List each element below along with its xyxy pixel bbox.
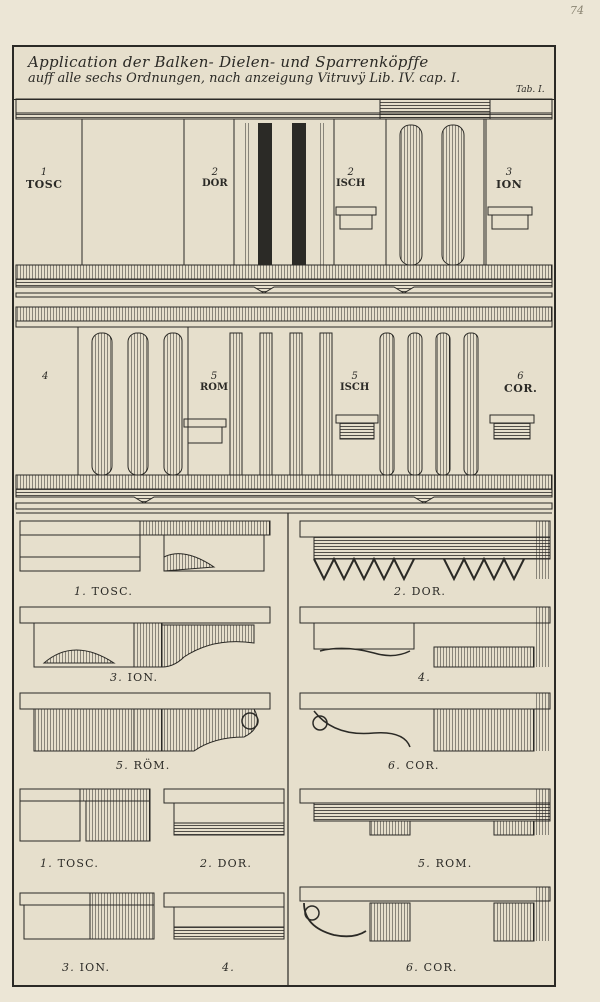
caption-2-dor: 2. DOR. bbox=[394, 585, 447, 598]
plate-subtitle: auff alle sechs Ordnungen, nach anzeigun… bbox=[28, 71, 461, 86]
caption-5-rom-b: 5. ROM. bbox=[418, 857, 473, 870]
caption-3-ion: 3. ION. bbox=[110, 671, 159, 684]
caption-5-rom: 5. RÖM. bbox=[116, 759, 171, 772]
engraved-plate: Application der Balken- Dielen- und Spar… bbox=[12, 45, 556, 987]
caption-1-tosc: 1. TOSC. bbox=[74, 585, 134, 598]
lower-label-4: 4 bbox=[42, 371, 49, 382]
plate-title: Application der Balken- Dielen- und Spar… bbox=[28, 53, 429, 71]
detail-tosc-dor bbox=[19, 520, 551, 582]
caption-6-cor-b: 6. COR. bbox=[406, 961, 458, 974]
caption-4-b: 4. bbox=[222, 961, 235, 974]
caption-6-cor: 6. COR. bbox=[388, 759, 440, 772]
upper-elevation bbox=[15, 98, 553, 298]
caption-1-tosc-b: 1. TOSC. bbox=[40, 857, 100, 870]
caption-4: 4. bbox=[418, 671, 431, 684]
title-cartouche: Application der Balken- Dielen- und Spar… bbox=[14, 47, 554, 100]
detail-tosc-dor-rom-2 bbox=[19, 788, 551, 842]
caption-3-ion-b: 3. ION. bbox=[62, 961, 111, 974]
tab-label: Tab. I. bbox=[516, 85, 545, 95]
caption-2-dor-b: 2. DOR. bbox=[200, 857, 253, 870]
detail-ion-4 bbox=[19, 606, 551, 668]
page-number: 74 bbox=[570, 4, 584, 17]
detail-rom-cor bbox=[19, 692, 551, 752]
engraving-artwork bbox=[15, 98, 553, 985]
detail-ion-4-cor-2 bbox=[19, 886, 551, 942]
lower-elevation bbox=[15, 306, 553, 510]
